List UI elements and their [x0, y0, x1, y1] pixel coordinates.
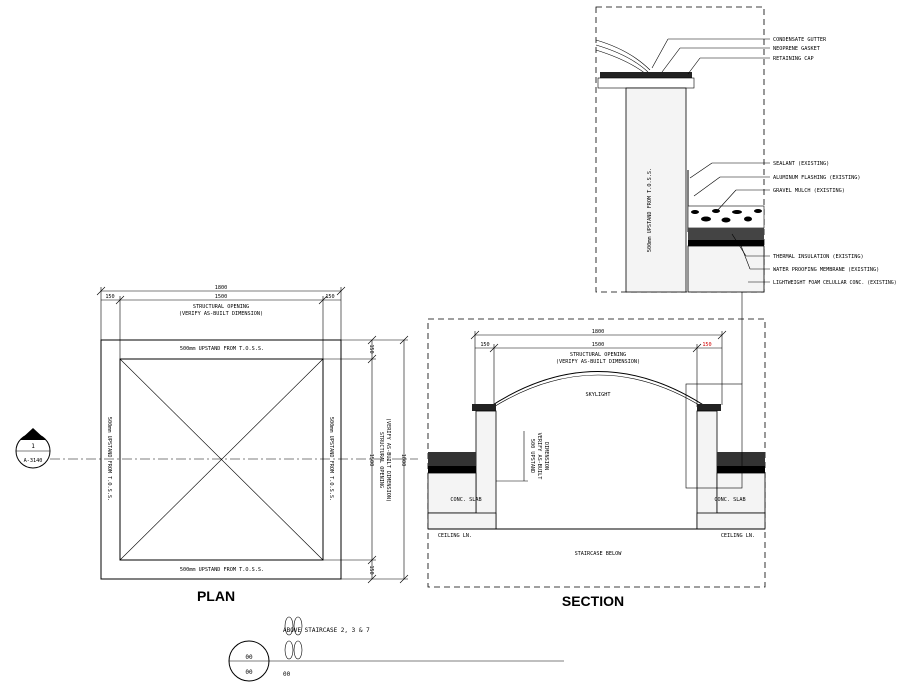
- section-marker-arrow-icon: [20, 428, 46, 440]
- section-opening-line2: (VERIFY AS-BUILT DIMENSION): [556, 359, 640, 365]
- plan-structural-opening: [119, 358, 324, 561]
- plan-title: PLAN: [197, 588, 235, 604]
- plan-upstand-right: 500mm UPSTAND FROM T.O.S.S.: [328, 417, 334, 501]
- plan-upstand-bottom: 500mm UPSTAND FROM T.O.S.S.: [180, 567, 264, 573]
- plan-right-dimensions: 150 1500 150 1800 STRUCTURAL OPENING (VE…: [323, 335, 409, 584]
- callout-thermal-insulation: THERMAL INSULATION (EXISTING): [773, 254, 864, 260]
- section-dim-right: 150: [702, 342, 711, 348]
- callout-lightweight-conc: LIGHTWEIGHT FOAM CELULLAR CONC. (EXISTIN…: [773, 280, 897, 286]
- plan-dim-left: 150: [105, 294, 114, 300]
- skylight-curb-right: [697, 404, 721, 411]
- plan-upstand-top: 500mm UPSTAND FROM T.O.S.S.: [180, 346, 264, 352]
- callout-retaining-cap: RETAINING CAP: [773, 56, 814, 62]
- section-dim-left: 150: [480, 342, 489, 348]
- plan-dim-right: 150: [325, 294, 334, 300]
- plan-dim-mid: 1500: [215, 294, 228, 300]
- callout-condensate-gutter: CONDENSATE GUTTER: [773, 37, 827, 43]
- footer-tag: 00 00 ABOVE STAIRCASE 2, 3 & 7 00: [228, 616, 564, 682]
- skylight-dome: [487, 371, 709, 409]
- gravel-mulch: [687, 205, 765, 229]
- callout-aluminum-flashing: ALUMINUM FLASHING (EXISTING): [773, 175, 860, 181]
- section-marker-sheet: A-3140: [24, 458, 43, 464]
- skylight-curb-left: [472, 404, 496, 411]
- plan-vdim-bottom: 150: [368, 565, 374, 574]
- plan-diagonal-2: [119, 358, 324, 561]
- tag-bottom: 00: [245, 669, 253, 676]
- ceiling-left-label: CEILING LN.: [438, 533, 472, 539]
- detail-frame: [595, 6, 765, 293]
- conc-slab-right: CONC. SLAB: [714, 497, 745, 503]
- detail-upstand-text: 500mm UPSTAND FROM T.O.S.S.: [647, 168, 653, 252]
- ceiling-right-label: CEILING LN.: [721, 533, 755, 539]
- roof-buildup-right: [696, 452, 766, 530]
- section-opening-line1: STRUCTURAL OPENING: [570, 352, 626, 358]
- callout-sealant: SEALANT (EXISTING): [773, 161, 829, 167]
- plan-opening-line1: STRUCTURAL OPENING: [193, 304, 249, 310]
- plan-top-dimensions: 1800 150 1500 150 STRUCTURAL OPENING (VE…: [96, 285, 346, 359]
- waterproofing-membrane: [688, 240, 764, 246]
- roof-buildup-left: [427, 452, 497, 530]
- section-marker: 1 A-3140: [15, 428, 51, 469]
- footer-note: ABOVE STAIRCASE 2, 3 & 7: [283, 627, 370, 634]
- section-title: SECTION: [562, 593, 624, 609]
- skylight-label: SKYLIGHT: [586, 392, 611, 398]
- plan-view: 1800 150 1500 150 STRUCTURAL OPENING (VE…: [50, 285, 418, 604]
- conc-slab-left: CONC. SLAB: [450, 497, 481, 503]
- callout-waterproofing: WATER PROOFING MEMBRANE (EXISTING): [773, 267, 879, 273]
- callout-gravel-mulch: GRAVEL MULCH (EXISTING): [773, 188, 845, 194]
- plan-vdim-overall: 1800: [400, 454, 406, 467]
- plan-vdim-mid: 1500: [368, 454, 374, 467]
- section-dim-overall: 1800: [592, 329, 605, 335]
- tag-top: 00: [245, 654, 253, 661]
- plan-vdim-top: 150: [368, 344, 374, 353]
- detail-callout-box: [685, 383, 743, 489]
- plan-opening-line2: (VERIFY AS-BUILT DIMENSION): [179, 311, 263, 317]
- upstand-left: [475, 410, 497, 530]
- footer-tag-small: 00: [283, 671, 291, 678]
- retaining-cap: [600, 72, 692, 78]
- section-dim-mid: 1500: [592, 342, 605, 348]
- skylight-dome-inner: [491, 374, 705, 409]
- section-dimensions: 1800 150 1500 150 STRUCTURAL OPENING (VE…: [470, 329, 727, 407]
- upstand-right: [696, 410, 718, 530]
- staircase-below-label: STAIRCASE BELOW: [575, 551, 623, 557]
- section-view: 1800 150 1500 150 STRUCTURAL OPENING (VE…: [427, 292, 766, 609]
- upstand-dim-line3: DIMENSION: [543, 442, 549, 470]
- plan-v-opening-line1: STRUCTURAL OPENING: [378, 432, 384, 488]
- upstand-dim-line2: VERIFY AS-BUILT: [536, 433, 542, 480]
- upstand-dim-line1: 500 UPSTAND: [529, 439, 535, 473]
- thermal-insulation: [688, 228, 764, 240]
- detail-upstand: [625, 87, 687, 293]
- detail-callouts: CONDENSATE GUTTER NEOPRENE GASKET RETAIN…: [651, 37, 897, 286]
- plan-dim-overall: 1800: [215, 285, 228, 291]
- detail-view: 500mm UPSTAND FROM T.O.S.S. CONDEN: [595, 6, 897, 293]
- callout-neoprene-gasket: NEOPRENE GASKET: [773, 46, 820, 52]
- plan-v-opening-line2: (VERIFY AS-BUILT DIMENSION): [385, 418, 391, 502]
- section-marker-number: 1: [31, 443, 35, 450]
- plan-outer-upstand: [100, 339, 342, 580]
